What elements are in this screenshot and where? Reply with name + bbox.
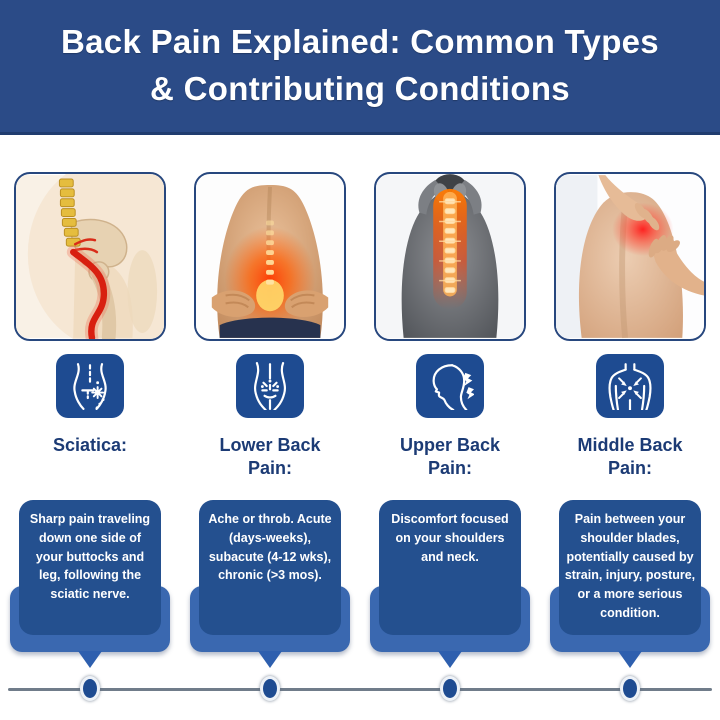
title-line-1: Back Pain Explained: Common Types — [61, 23, 659, 61]
columns-grid: Sciatica: Sharp pain traveling down one … — [0, 135, 720, 668]
timeline-line — [8, 688, 712, 691]
bubble-tail — [258, 651, 282, 668]
bubble-front-layer — [199, 500, 341, 635]
timeline-dot-1 — [80, 676, 100, 701]
middle-back-pain-photo — [554, 172, 706, 341]
timeline-dot-2 — [260, 676, 280, 701]
bubble-tail — [618, 651, 642, 668]
description-bubble-upper-back: Discomfort focused on your shoulders and… — [370, 500, 530, 668]
column-title-middle-back: Middle Back Pain: — [577, 435, 683, 479]
timeline-dot-3 — [440, 676, 460, 701]
lower-back-spark-icon — [236, 354, 304, 418]
upper-back-pain-photo — [374, 172, 526, 341]
column-title-lower-back: Lower Back Pain: — [219, 435, 321, 479]
header-banner: Back Pain Explained: Common Types & Cont… — [0, 0, 720, 135]
bubble-front-layer — [19, 500, 161, 635]
description-text-sciatica: Sharp pain traveling down one side of yo… — [29, 512, 151, 601]
description-bubble-middle-back: Pain between your shoulder blades, poten… — [550, 500, 710, 668]
bubble-tail — [78, 651, 102, 668]
neck-lightning-icon — [416, 354, 484, 418]
column-sciatica: Sciatica: Sharp pain traveling down one … — [0, 135, 180, 668]
bubble-front-layer — [379, 500, 521, 635]
timeline-dot-4 — [620, 676, 640, 701]
column-middle-back: Middle Back Pain: Pain between your shou… — [540, 135, 720, 668]
description-text-lower-back: Ache or throb. Acute (days-weeks), subac… — [208, 512, 332, 583]
lower-back-pain-photo — [194, 172, 346, 341]
sciatic-nerve-photo — [14, 172, 166, 341]
mid-back-arrows-icon — [596, 354, 664, 418]
hips-sciatic-nerve-icon — [56, 354, 124, 418]
description-bubble-sciatica: Sharp pain traveling down one side of yo… — [10, 500, 170, 668]
column-title-sciatica: Sciatica: — [52, 435, 128, 455]
title-line-2: & Contributing Conditions — [150, 70, 570, 107]
bubble-tail — [438, 651, 462, 668]
description-text-upper-back: Discomfort focused on your shoulders and… — [391, 512, 509, 564]
column-title-upper-back: Upper Back Pain: — [399, 435, 501, 479]
description-text-middle-back: Pain between your shoulder blades, poten… — [564, 512, 696, 620]
column-lower-back: Lower Back Pain: Ache or throb. Acute (d… — [180, 135, 360, 668]
timeline — [0, 668, 720, 720]
bubble-front-layer — [559, 500, 701, 635]
description-bubble-lower-back: Ache or throb. Acute (days-weeks), subac… — [190, 500, 350, 668]
column-upper-back: Upper Back Pain: Discomfort focused on y… — [360, 135, 540, 668]
